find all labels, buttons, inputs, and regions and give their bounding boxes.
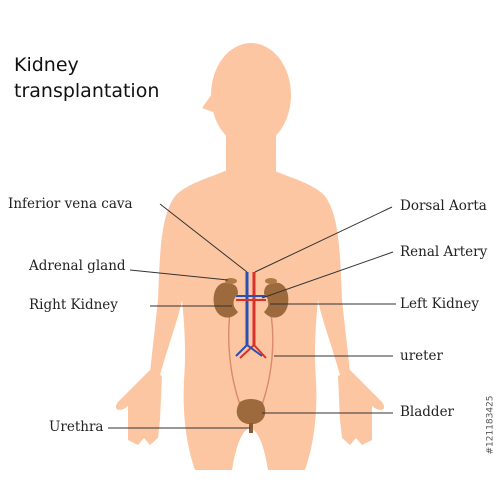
title-line-2: transplantation [14,80,160,102]
urethra-shape [249,423,253,433]
leader-adrenal-gland [129,269,229,281]
iliac-artery-right [239,344,255,359]
iliac-vein-left [246,344,263,357]
left-adrenal-gland [265,278,277,284]
stock-credit-id: #121183425 [485,395,496,455]
diagram-title: Kidney transplantation [14,52,159,104]
torso-and-legs [150,168,350,470]
leader-inferior-vena-cava [159,203,248,273]
label-left-kidney: Left Kidney [400,296,480,312]
label-bladder: Bladder [400,404,455,420]
label-renal-artery: Renal Artery [400,244,488,260]
leader-renal-artery [261,251,394,299]
label-dorsal-aorta: Dorsal Aorta [400,198,487,214]
label-right-kidney: Right Kidney [29,297,118,313]
leader-lines [108,203,396,429]
label-inferior-vena-cava: Inferior vena cava [8,196,133,212]
right-hand [338,370,385,445]
title-line-1: Kidney [14,54,79,76]
nose [202,94,213,112]
iliac-artery-left [253,344,267,359]
right-adrenal-gland [225,278,237,284]
body-silhouette [115,43,385,470]
bladder-shape [236,399,266,424]
right-kidney-shape [213,282,238,318]
label-adrenal-gland: Adrenal gland [29,258,126,274]
head [211,43,291,147]
vessels [235,272,267,359]
iliac-vein-right [235,344,248,357]
leader-dorsal-aorta [254,206,393,273]
label-ureter: ureter [400,348,444,364]
left-hand [115,370,162,445]
label-urethra: Urethra [49,419,104,435]
